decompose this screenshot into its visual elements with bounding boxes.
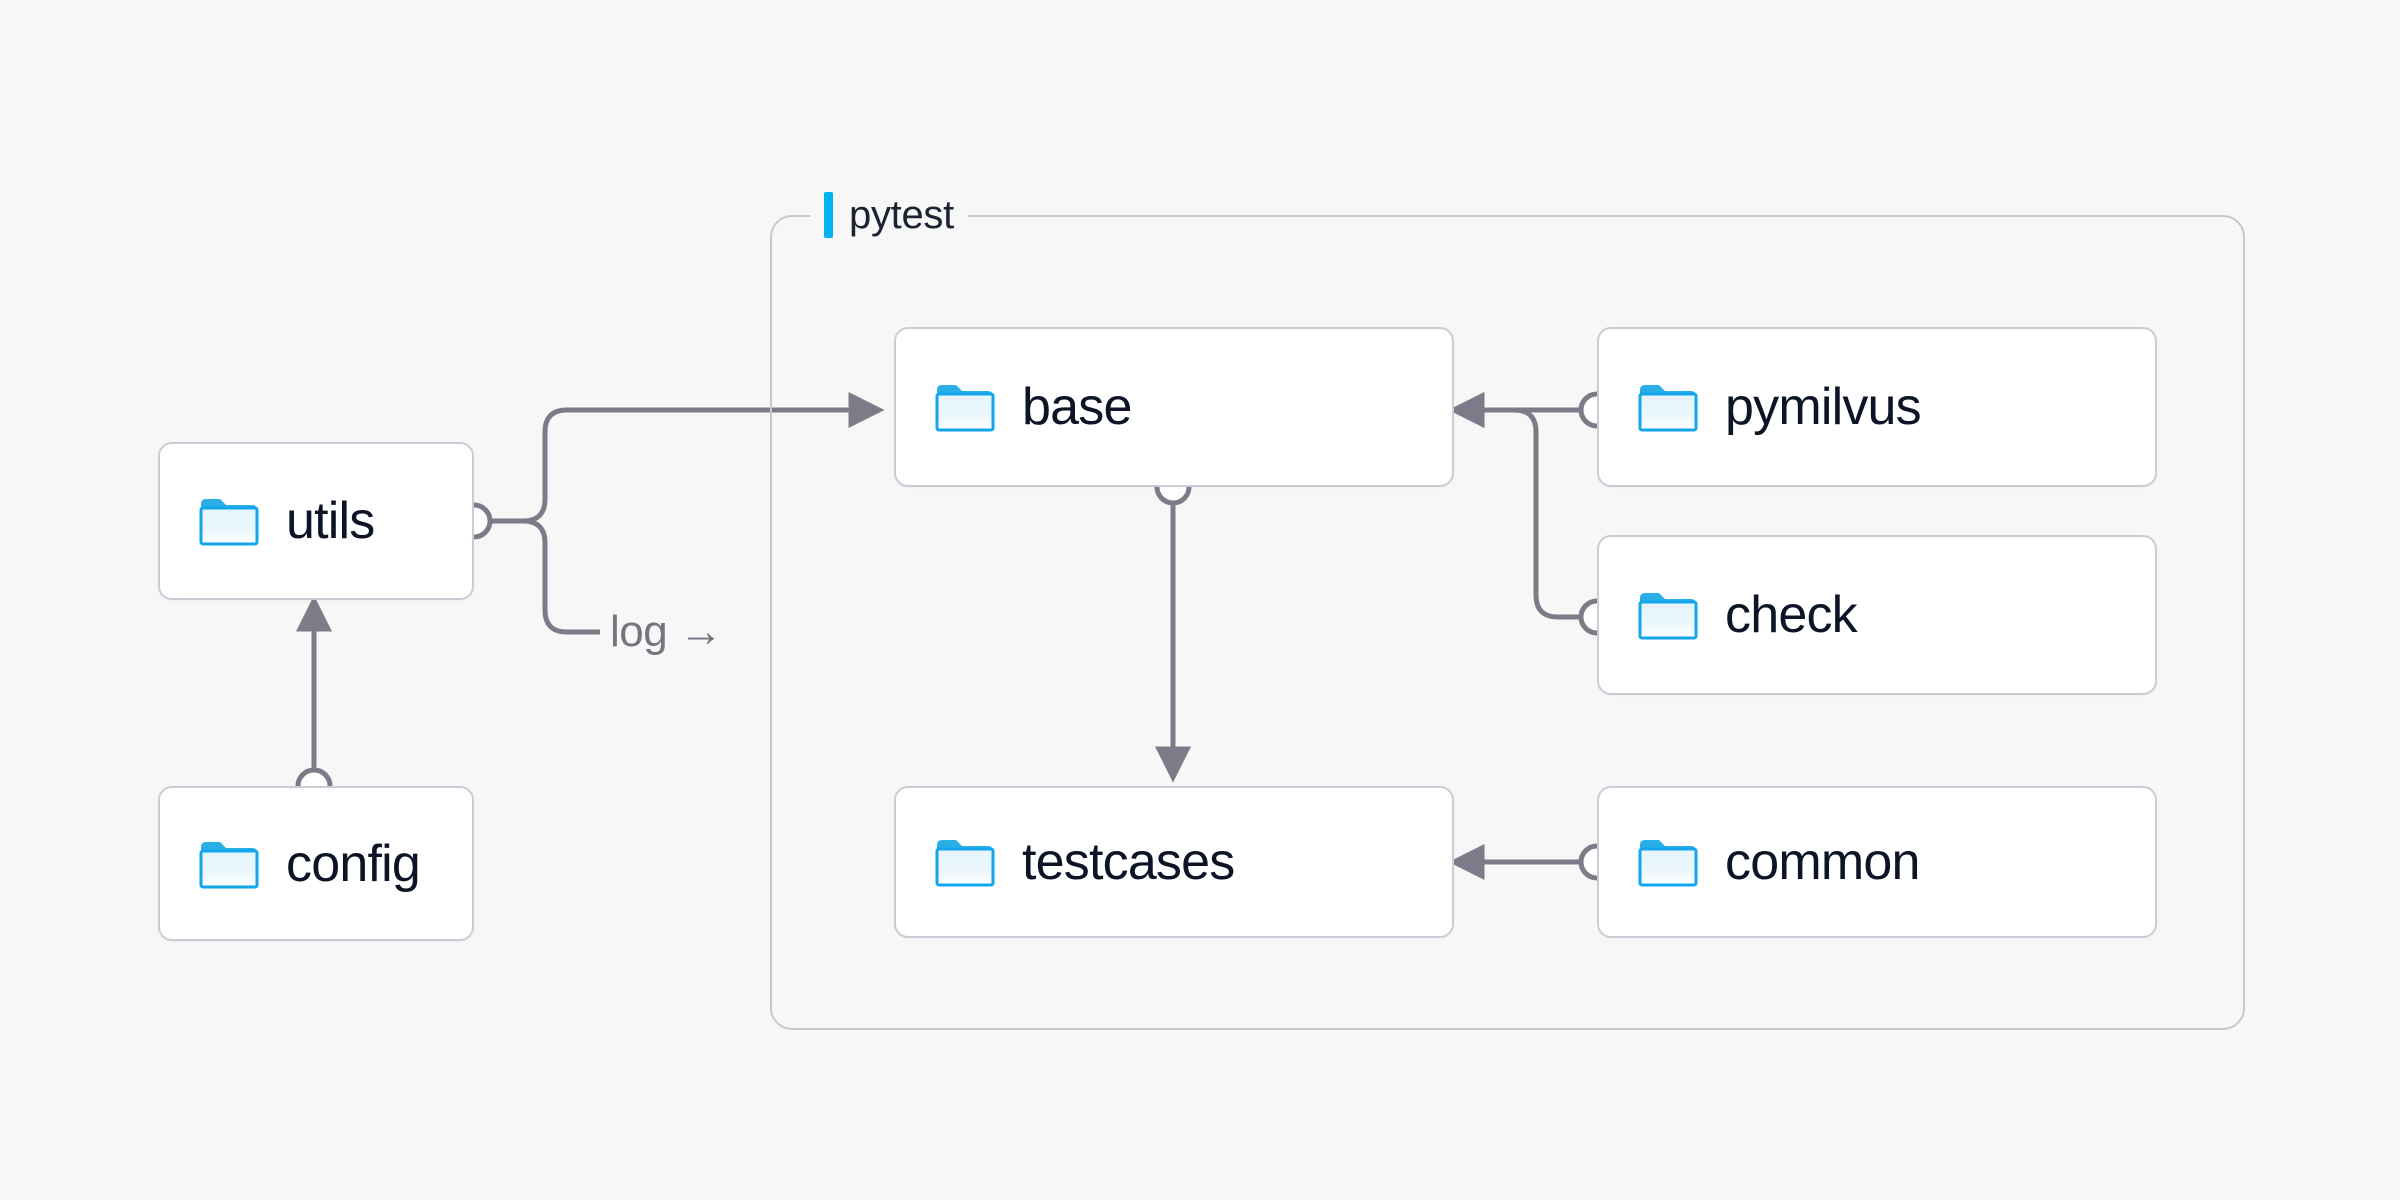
edge-label-log-text: log <box>610 607 668 656</box>
node-check[interactable]: check <box>1597 535 2157 695</box>
edge-label-log: log → <box>600 607 733 656</box>
node-testcases-label: testcases <box>1022 833 1235 891</box>
node-pymilvus-label: pymilvus <box>1725 378 1922 436</box>
group-title-text: pytest <box>849 193 954 237</box>
edge-utils-log <box>491 518 600 635</box>
node-base[interactable]: base <box>894 327 1454 487</box>
folder-icon <box>198 838 260 890</box>
folder-icon <box>1637 589 1699 641</box>
group-pytest <box>770 215 2245 1030</box>
node-pymilvus[interactable]: pymilvus <box>1597 327 2157 487</box>
node-common-label: common <box>1725 833 1920 891</box>
node-testcases[interactable]: testcases <box>894 786 1454 938</box>
node-base-label: base <box>1022 378 1132 436</box>
node-utils-label: utils <box>286 492 375 550</box>
arrow-right-icon: → <box>678 607 723 656</box>
node-common[interactable]: common <box>1597 786 2157 938</box>
node-config[interactable]: config <box>158 786 474 941</box>
node-check-label: check <box>1725 586 1858 644</box>
node-utils[interactable]: utils <box>158 442 474 600</box>
accent-bar-icon <box>824 192 833 238</box>
folder-icon <box>934 381 996 433</box>
folder-icon <box>1637 381 1699 433</box>
group-pytest-label: pytest <box>810 188 968 242</box>
folder-icon <box>198 495 260 547</box>
node-config-label: config <box>286 834 421 893</box>
folder-icon <box>1637 836 1699 888</box>
folder-icon <box>934 836 996 888</box>
